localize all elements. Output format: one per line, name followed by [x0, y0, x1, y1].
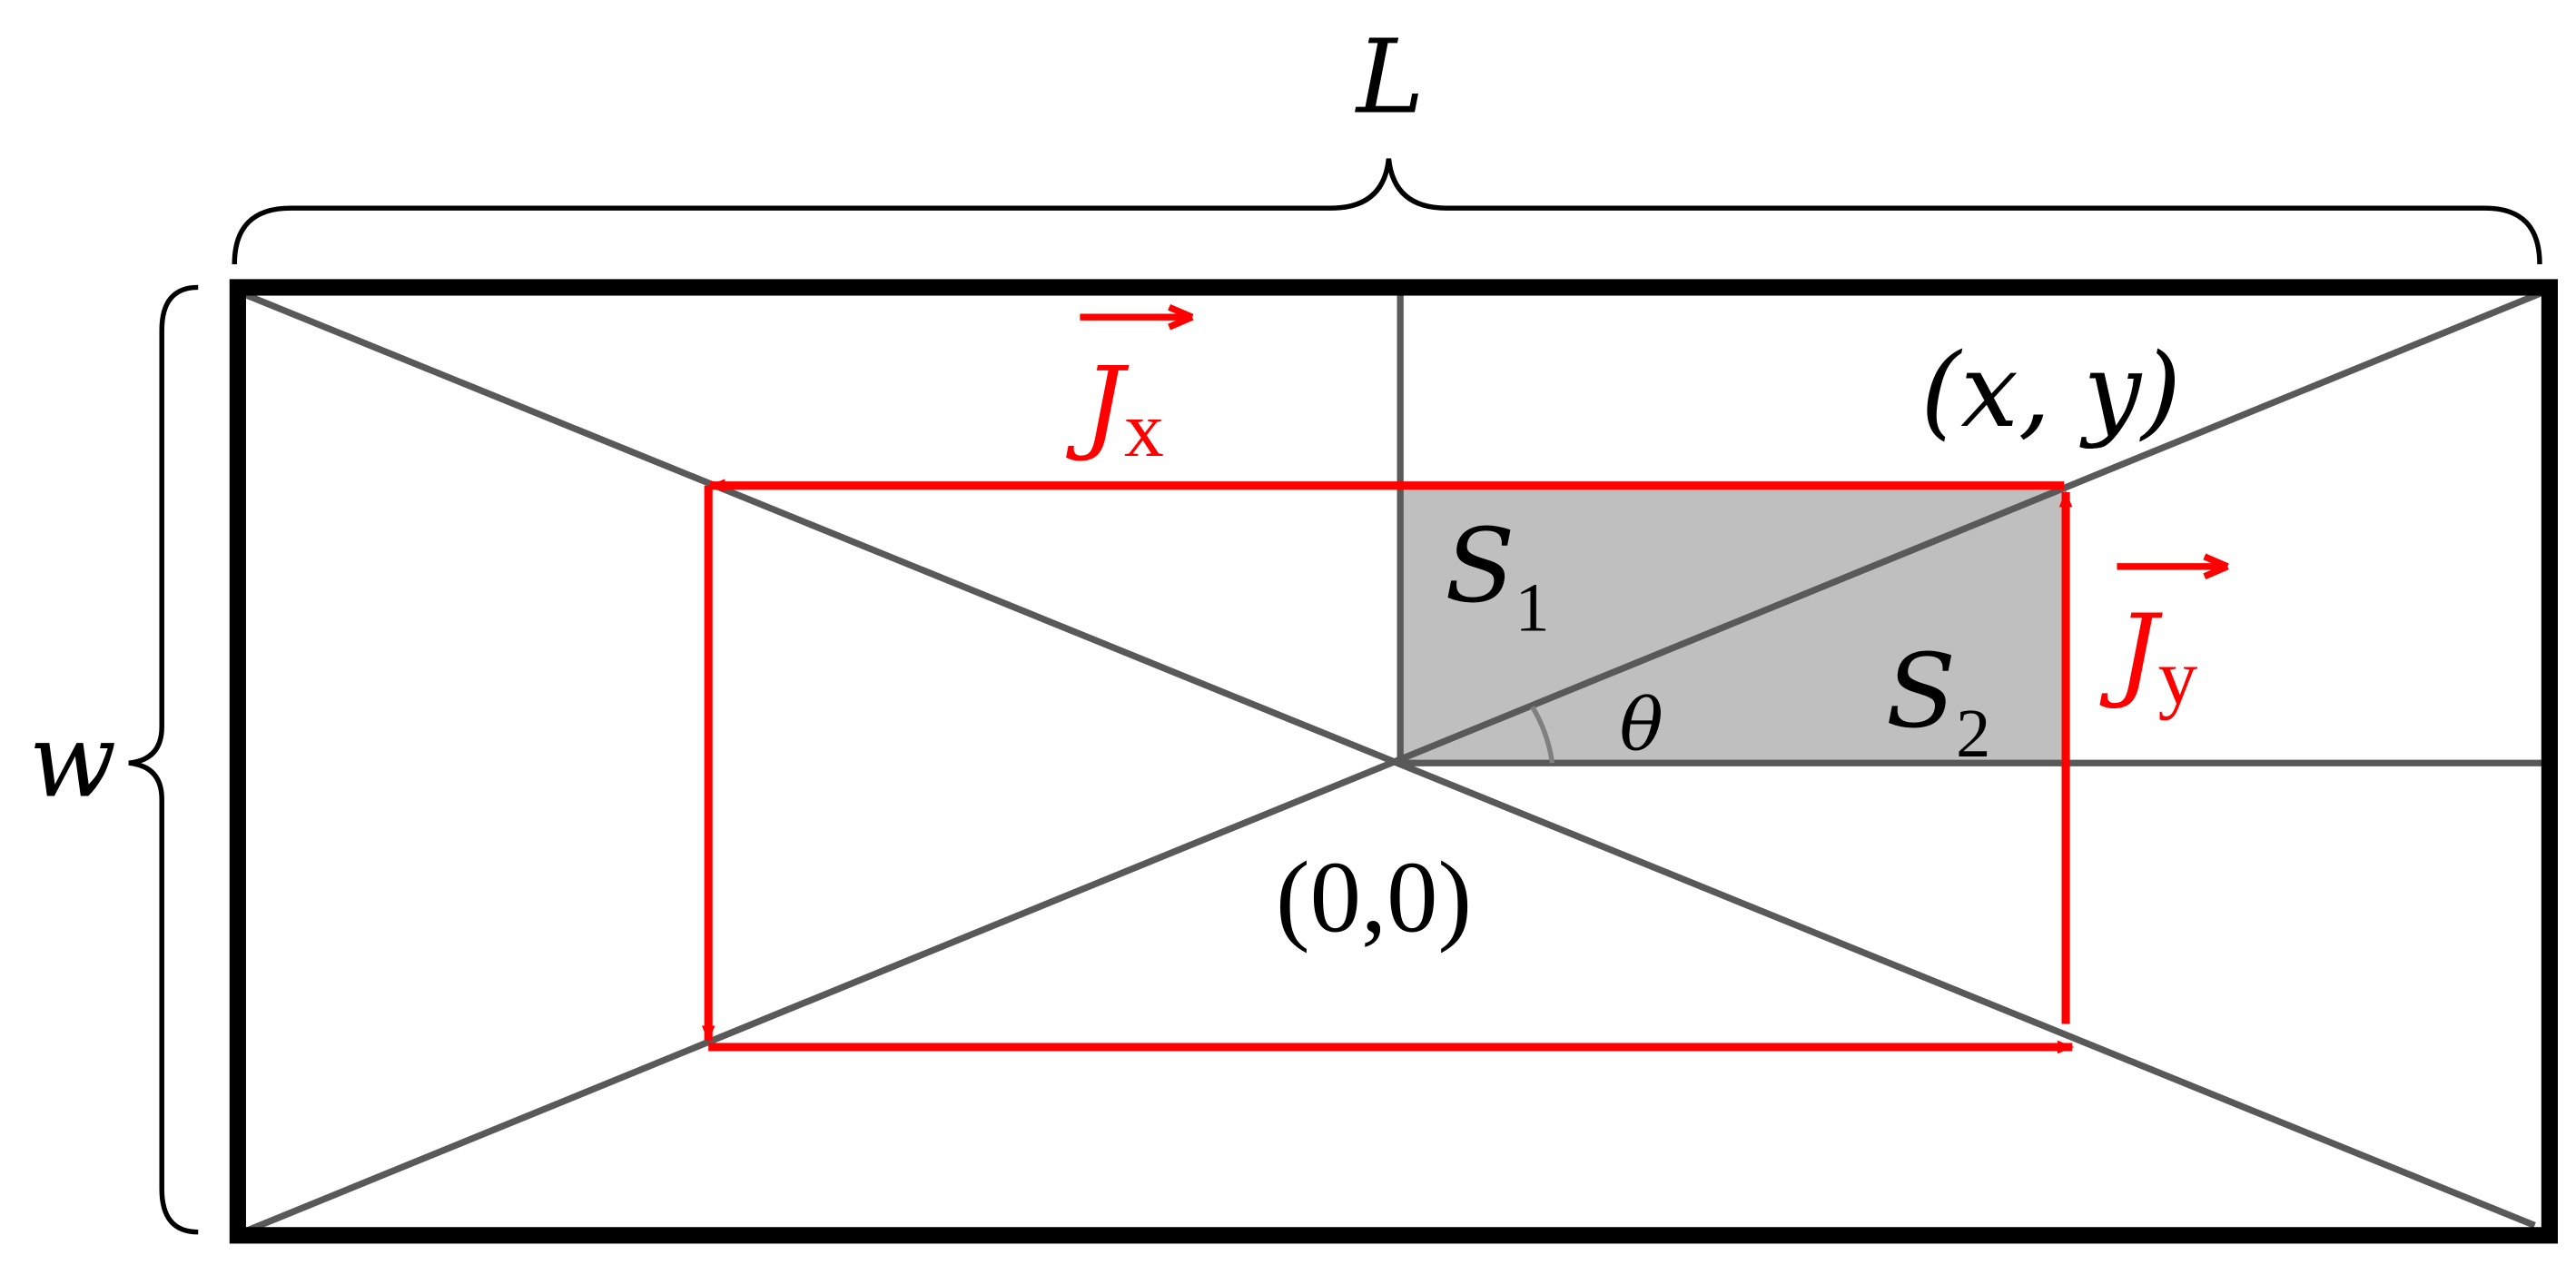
origin-label: (0,0): [1276, 842, 1472, 954]
area1-symbol: S: [1445, 506, 1515, 626]
point-xy-label: (x, y): [1920, 331, 2181, 450]
width-brace: [128, 284, 199, 1235]
area2-label: S2: [1886, 631, 1990, 772]
current-y-symbol: J: [2099, 592, 2163, 712]
length-label: L: [1355, 17, 1425, 137]
area1-label: S1: [1445, 506, 1549, 647]
current-y-label: Jy: [2099, 592, 2197, 721]
outer-frame: [229, 279, 2558, 1244]
jy-vector-arrow-icon: [2203, 553, 2229, 580]
angle-label: θ: [1620, 683, 1663, 767]
current-x-label: Jx: [1066, 344, 1164, 473]
area2-symbol: S: [1886, 631, 1956, 751]
current-y-subscript: y: [2158, 633, 2198, 721]
area2-subscript: 2: [1956, 695, 1990, 772]
length-brace: [232, 158, 2542, 265]
current-x-subscript: x: [1124, 385, 1164, 473]
current-x-symbol: J: [1066, 344, 1130, 464]
jx-vector-arrow-icon: [1168, 303, 1194, 331]
diagonal-line-1: [238, 289, 2536, 1229]
angle-arc: [1530, 705, 1555, 764]
diagonal-line-2: [238, 289, 2545, 1237]
width-label: w: [29, 701, 117, 821]
area1-subscript: 1: [1515, 569, 1550, 647]
